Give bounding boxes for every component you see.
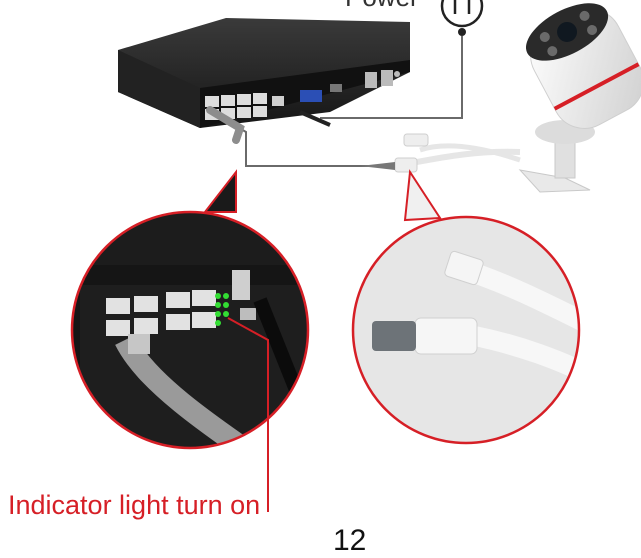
camera-pigtail-cable xyxy=(360,133,521,173)
nvr-hdmi-port xyxy=(330,84,342,92)
indicator-light-label: Indicator light turn on xyxy=(8,490,261,520)
nvr-recorder xyxy=(118,18,410,128)
zoom-lan-ports xyxy=(106,290,216,336)
nvr-usb-port xyxy=(365,72,377,88)
indicator-callout-line xyxy=(227,317,269,512)
indicator-light-icon xyxy=(215,293,229,326)
nvr-power-lead xyxy=(299,110,331,127)
page-number: 12 xyxy=(333,524,367,557)
nvr-power-socket xyxy=(394,71,400,77)
bullet-camera xyxy=(518,3,641,193)
nvr-ethernet-lead xyxy=(206,106,245,144)
nvr-wan-port xyxy=(272,96,284,106)
nvr-usb-port xyxy=(381,70,393,86)
zoom-bubble-cable-connectors xyxy=(351,169,581,445)
nvr-vga-port xyxy=(300,90,322,102)
power-label: Power xyxy=(345,0,419,13)
zoom-bubble-nvr-ports xyxy=(70,169,310,450)
power-plug-icon xyxy=(440,0,484,36)
nvr-camera-connection-diagram xyxy=(70,0,641,512)
power-cable xyxy=(320,36,463,119)
